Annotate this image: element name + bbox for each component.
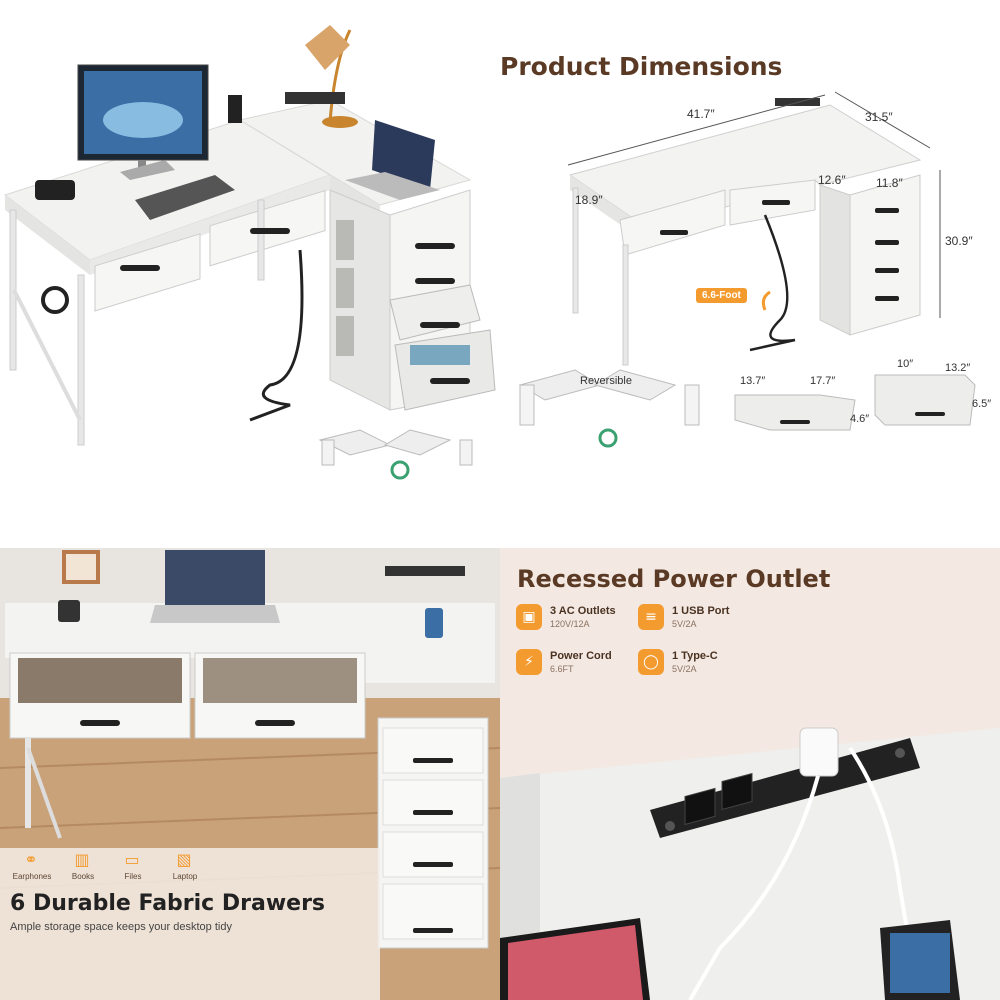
power-outlet-panel: Recessed Power Outlet ▣ 3 AC Outlets 120… [500, 548, 1000, 1000]
laptop-icon: ▧ [176, 850, 192, 869]
drawers-subtitle: Ample storage space keeps your desktop t… [10, 921, 232, 933]
drawers-panel: ⚭ Earphones ▥ Books ▭ Files ▧ Laptop 6 D… [0, 548, 500, 1000]
feature-sub: 120V/12A [550, 619, 590, 629]
category-label: Laptop [172, 872, 198, 881]
dim-small-drawer-depth: 13.2″ [945, 362, 971, 374]
dim-big-drawer-depth: 17.7″ [810, 375, 836, 387]
feature-title: 3 AC Outlets [550, 605, 616, 617]
feature-title: Power Cord [550, 650, 612, 662]
dim-height: 30.9″ [945, 234, 973, 248]
power-title: Recessed Power Outlet [517, 565, 831, 593]
dim-return-width: 12.6″ [818, 173, 846, 187]
feature-usb-port: ≡ 1 USB Port 5V/2A [638, 604, 778, 634]
cord-length-badge: 6.6-Foot [696, 288, 747, 303]
plug-icon: ⚡ [516, 649, 542, 675]
drawers-title: 6 Durable Fabric Drawers [10, 891, 326, 916]
category-label: Books [71, 872, 95, 881]
feature-ac-outlets: ▣ 3 AC Outlets 120V/12A [516, 604, 656, 634]
category-label: Files [124, 872, 142, 881]
feature-sub: 5V/2A [672, 664, 697, 674]
feature-type-c: ◯ 1 Type-C 5V/2A [638, 649, 778, 679]
feature-title: 1 Type-C [672, 650, 718, 662]
dim-small-drawer-width: 10″ [897, 358, 914, 370]
headphones-icon: ⚭ [24, 850, 38, 869]
hero-desk-panel [0, 0, 500, 500]
dim-big-drawer-height: 4.6″ [850, 413, 870, 425]
outlet-icon: ▣ [516, 604, 542, 630]
dim-depth-side: 31.5″ [865, 110, 893, 124]
usb-icon: ≡ [638, 604, 664, 630]
reversible-label: Reversible [580, 375, 632, 387]
feature-title: 1 USB Port [672, 605, 730, 617]
drawers-illustration [0, 548, 500, 1000]
dim-desk-depth: 18.9″ [575, 193, 603, 207]
books-icon: ▥ [74, 850, 90, 869]
dimensions-title: Product Dimensions [500, 52, 783, 81]
category-label: Earphones [12, 872, 52, 881]
feature-sub: 5V/2A [672, 619, 697, 629]
feature-power-cord: ⚡ Power Cord 6.6FT [516, 649, 656, 679]
dim-small-drawer-height: 6.5″ [972, 398, 992, 410]
feature-sub: 6.6FT [550, 664, 574, 674]
dim-big-drawer-width: 13.7″ [740, 375, 766, 387]
folder-icon: ▭ [124, 850, 140, 869]
type-c-icon: ◯ [638, 649, 664, 675]
dim-cabinet-width: 11.8″ [876, 176, 903, 190]
desk-illustration [3, 25, 496, 480]
dimension-diagram [518, 91, 976, 448]
dimensions-panel: Product Dimensions [500, 0, 1000, 500]
dim-width: 41.7″ [687, 107, 715, 121]
outlet-illustration [500, 727, 1000, 1000]
